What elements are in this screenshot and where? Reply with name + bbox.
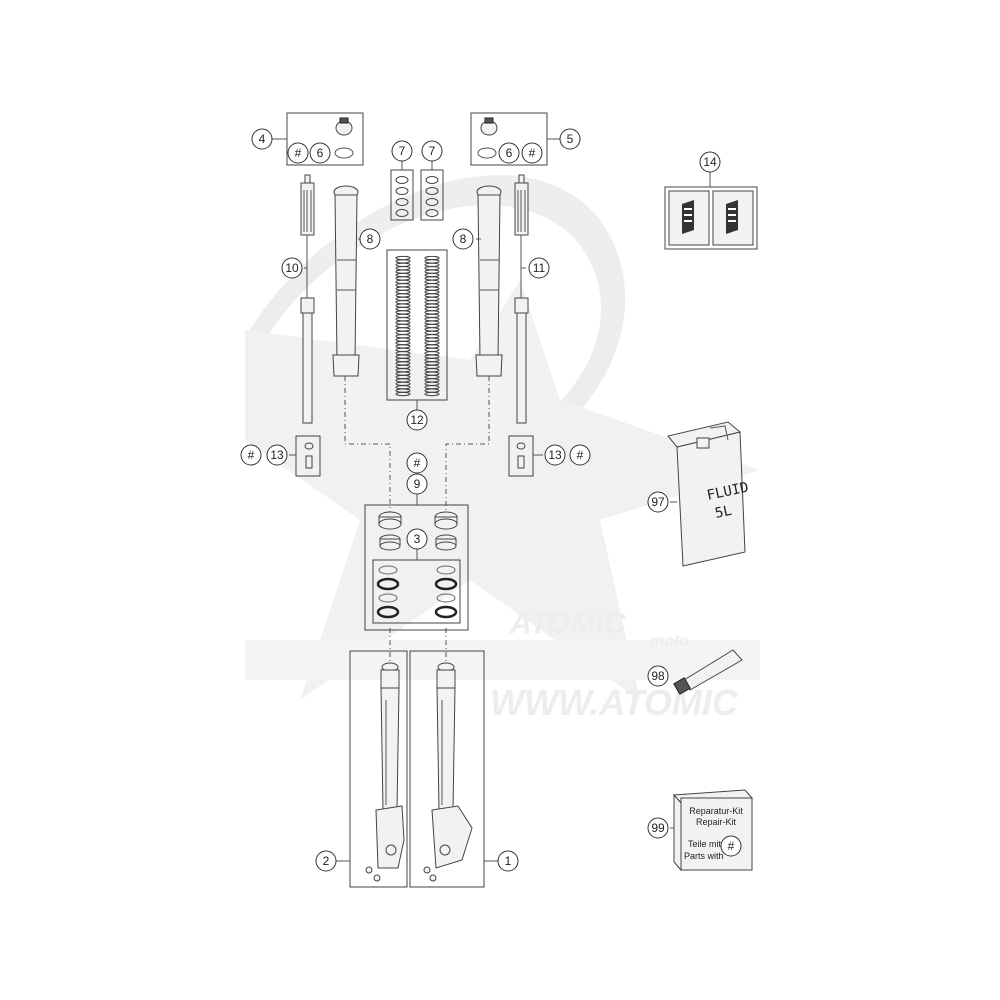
callout-h13b: # [569, 444, 591, 466]
callout-label: 99 [651, 821, 665, 835]
callout-c5: 5 [559, 128, 581, 150]
callout-c6a: 6 [309, 142, 331, 164]
callout-c99: 99 [647, 817, 669, 839]
cartridge-left-icon [300, 174, 315, 424]
callout-label: 5 [567, 132, 574, 146]
callout-label: 7 [429, 144, 436, 158]
callout-label: 13 [548, 448, 562, 462]
callout-c9: 9 [406, 473, 428, 495]
watermark-url: WWW.ATOMIC [490, 682, 739, 723]
callout-label: 11 [533, 261, 546, 275]
spring-coil [395, 391, 411, 397]
callout-c12: 12 [406, 409, 428, 431]
callout-h5: # [521, 142, 543, 164]
callout-c3: 3 [406, 528, 428, 550]
spring-coil [424, 391, 440, 397]
repair-kit-line1: Reparatur-Kit [689, 806, 743, 816]
callout-c10: 10 [281, 257, 303, 279]
callout-c13a: 13 [266, 444, 288, 466]
bushing-icon [378, 511, 458, 551]
lower-leg-left-icon [365, 662, 405, 882]
repair-kit-line3: Teile mit [688, 839, 722, 849]
o-ring-icon [334, 147, 354, 159]
repair-kit-line2: Repair-Kit [696, 817, 737, 827]
washer-stack-icon [395, 176, 439, 217]
callout-label: # [414, 456, 421, 470]
callout-label: 97 [651, 495, 665, 509]
callout-c7b: 7 [421, 140, 443, 162]
callout-label: 13 [270, 448, 284, 462]
callout-label: # [529, 146, 536, 160]
callout-label: 14 [703, 155, 717, 169]
callout-label: 2 [323, 854, 330, 868]
box-part-13-left [295, 435, 321, 477]
callout-label: 12 [410, 413, 424, 427]
fluid-can-label-line2: 5L [714, 503, 734, 522]
callout-label: 6 [506, 146, 513, 160]
callout-layer: 4 5 #6 6 #7 7 8 8 10 11 12 14 #13 13 # #9 3 2 1 97 98 99 # [240, 128, 742, 872]
callout-h9: # [406, 452, 428, 474]
grease-tube-icon [673, 649, 743, 695]
callout-h99: # [720, 835, 742, 857]
callout-label: 7 [399, 144, 406, 158]
box-part-1 [409, 650, 485, 888]
callout-label: 98 [651, 669, 665, 683]
outer-tube-right-icon [475, 185, 503, 377]
callout-c13b: 13 [544, 444, 566, 466]
callout-label: 8 [460, 232, 467, 246]
callout-label: # [577, 448, 584, 462]
o-ring-icon [477, 147, 497, 159]
fork-springs-icon [395, 255, 440, 397]
callout-label: # [248, 448, 255, 462]
callout-label: 10 [285, 261, 299, 275]
callout-c2: 2 [315, 850, 337, 872]
callout-h13a: # [240, 444, 262, 466]
callout-c6b: 6 [498, 142, 520, 164]
callout-label: 3 [414, 532, 421, 546]
callout-label: 1 [505, 854, 512, 868]
callout-h4: # [287, 142, 309, 164]
outer-tube-left-icon [332, 185, 360, 377]
callout-c98: 98 [647, 665, 669, 687]
callout-c1: 1 [497, 850, 519, 872]
callout-label: 9 [414, 477, 421, 491]
callout-label: 4 [259, 132, 266, 146]
callout-label: # [295, 146, 302, 160]
watermark-logo: ATOMIC [509, 607, 627, 640]
callout-c97: 97 [647, 491, 669, 513]
fluid-can-icon [667, 421, 746, 567]
callout-c4: 4 [251, 128, 273, 150]
repair-kit-line4: Parts with [684, 851, 724, 861]
callout-c11: 11 [528, 257, 550, 279]
lower-leg-right-icon [423, 662, 473, 882]
watermark-sub: moto [650, 633, 689, 650]
callout-c14: 14 [699, 151, 721, 173]
callout-label: # [728, 839, 735, 853]
callout-label: 6 [317, 146, 324, 160]
box-part-2 [349, 650, 408, 888]
box-part-13-right [508, 435, 534, 477]
box-part-14 [664, 186, 758, 250]
callout-c8a: 8 [359, 228, 381, 250]
callout-label: 8 [367, 232, 374, 246]
callout-c8b: 8 [452, 228, 474, 250]
callout-c7a: 7 [391, 140, 413, 162]
bolt-icon [304, 442, 526, 469]
seal-ring-icon [376, 565, 458, 619]
cartridge-right-icon [514, 174, 529, 424]
repair-kit-box [672, 789, 754, 872]
